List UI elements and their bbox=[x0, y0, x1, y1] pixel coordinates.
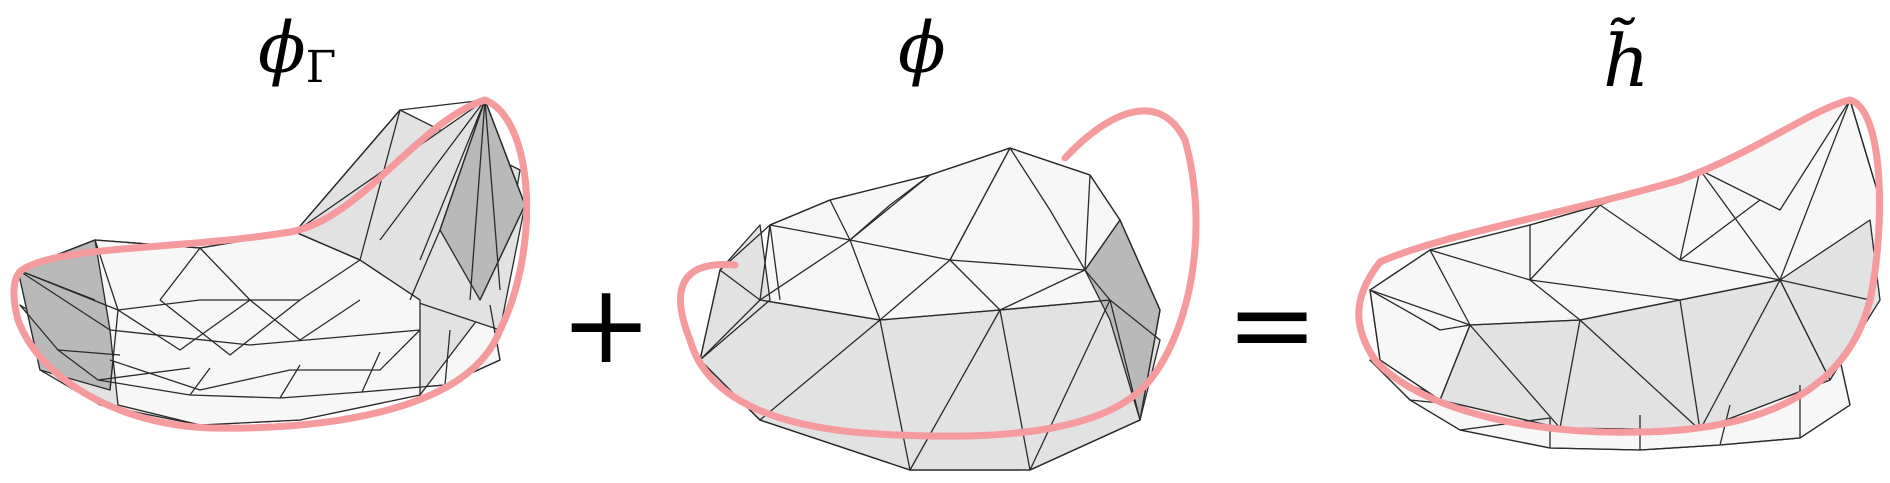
label-phi-gamma-main: ϕ bbox=[258, 7, 306, 89]
mesh2-edges bbox=[699, 147, 1161, 471]
plus-operator: + bbox=[560, 260, 652, 388]
mesh1-boundary-curve bbox=[10, 96, 531, 432]
label-phi-gamma: ϕΓ bbox=[258, 7, 336, 93]
mesh-phi-gamma bbox=[10, 96, 531, 432]
mesh3-edges bbox=[1369, 99, 1881, 451]
mesh-h-tilde bbox=[1355, 96, 1883, 451]
mesh3-boundary-curve bbox=[1355, 96, 1883, 436]
label-phi: ϕ bbox=[898, 7, 946, 89]
label-h-tilde: h̃ bbox=[1603, 16, 1649, 103]
mesh-phi bbox=[677, 107, 1200, 471]
label-phi-gamma-subscript: Γ bbox=[306, 42, 337, 93]
mesh2-front-face bbox=[699, 299, 1161, 471]
equals-operator: = bbox=[1226, 260, 1318, 388]
mesh1-edges bbox=[17, 99, 526, 399]
mesh2-boundary-curve bbox=[677, 107, 1200, 440]
